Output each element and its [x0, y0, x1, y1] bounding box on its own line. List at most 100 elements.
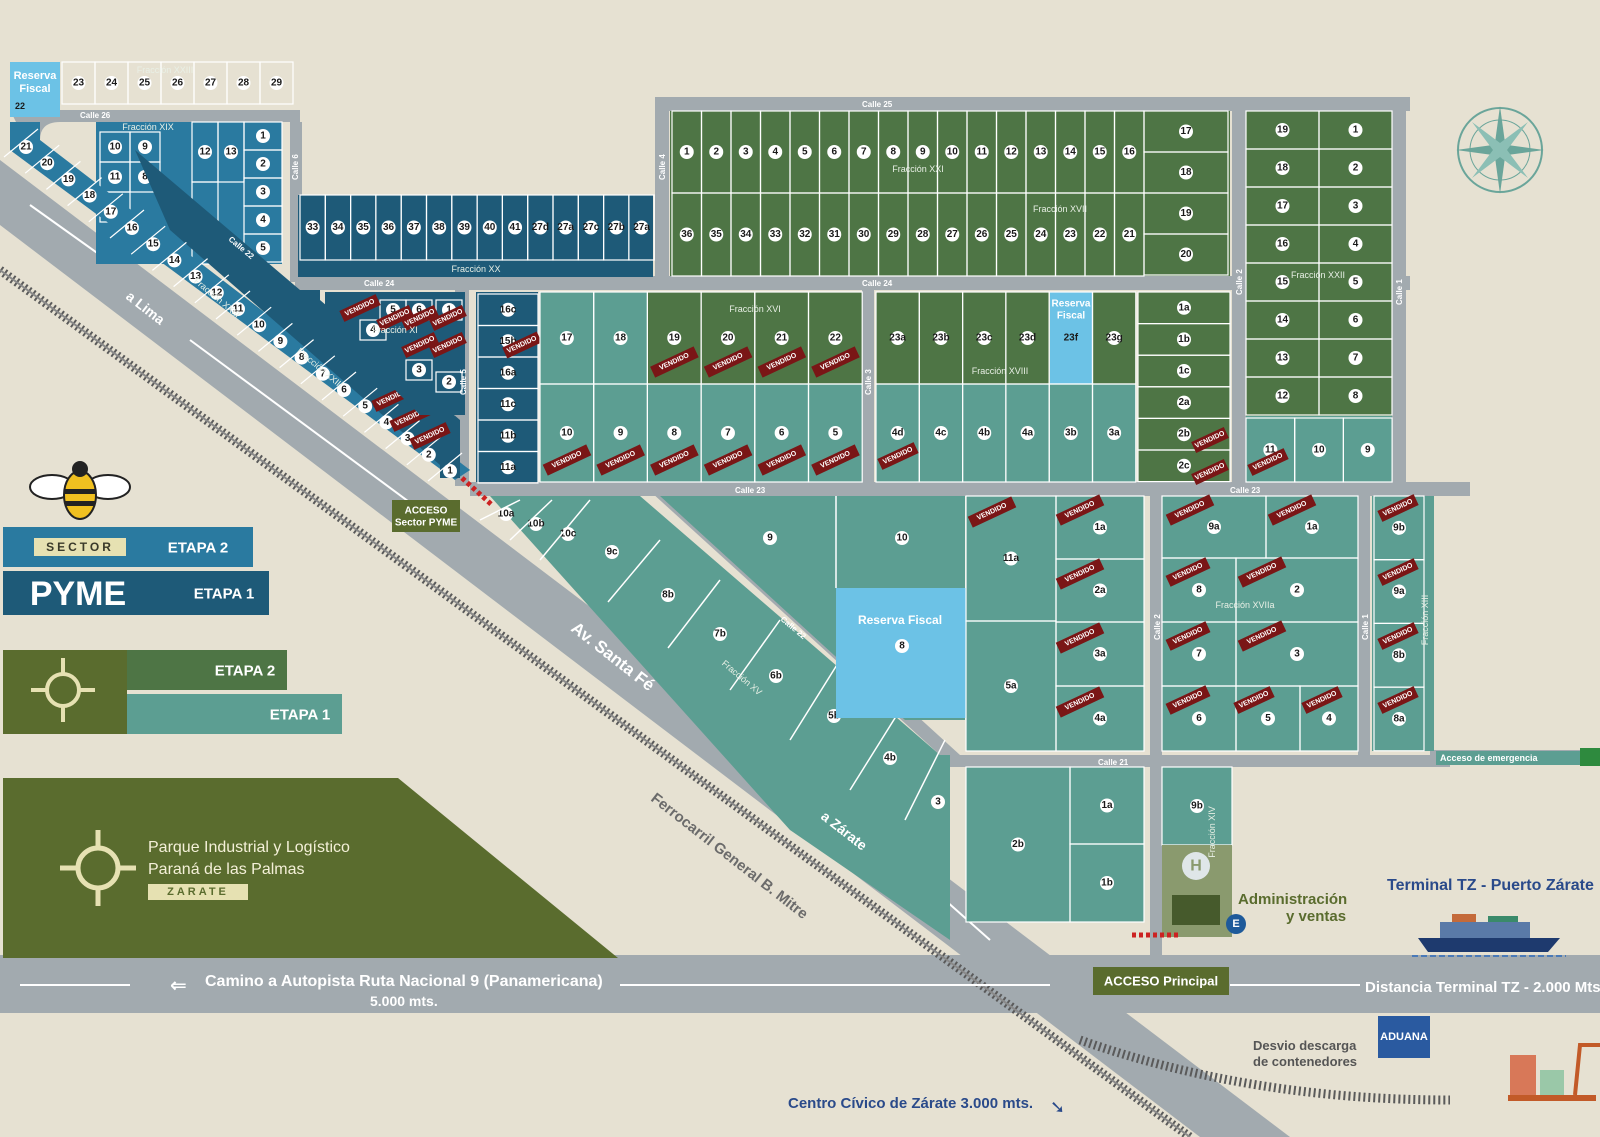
e-marker-icon[interactable] [1226, 914, 1246, 934]
fraction-xv-block[interactable] [490, 496, 950, 940]
diag-band-bottom[interactable] [135, 150, 460, 478]
acceso-pyme-sign[interactable] [392, 500, 460, 532]
lot-marker [1122, 145, 1137, 159]
lot[interactable] [405, 359, 433, 381]
lot-number: 1 [1353, 125, 1359, 136]
lot-marker [1100, 798, 1114, 813]
lot-number: 11a [1003, 553, 1020, 564]
calle-3-label: Calle 3 [864, 369, 873, 395]
lot-marker [273, 334, 288, 349]
lot-marker [337, 383, 351, 397]
reserva-fiscal-mid[interactable] [836, 588, 966, 718]
lot-number: 13 [190, 271, 202, 282]
aduana-box[interactable] [1378, 1016, 1430, 1058]
acceso-emergencia-bar[interactable] [1436, 751, 1588, 765]
lot-number: 12 [1277, 391, 1289, 402]
reserva-mid-label: Reserva Fiscal [858, 613, 942, 627]
lot[interactable] [359, 319, 387, 341]
lot-marker [1122, 227, 1137, 242]
legend-pyme-etapa1 [3, 571, 269, 615]
lot-marker [1063, 227, 1078, 242]
lot-number: 1 [260, 131, 266, 142]
lot-marker [203, 76, 218, 90]
lot-number: 25 [139, 78, 151, 89]
lot-marker [609, 220, 624, 235]
lot[interactable] [1137, 449, 1231, 483]
lot-marker [442, 375, 456, 389]
reserva-fiscal-xviii[interactable] [1050, 292, 1092, 384]
lot[interactable] [1299, 685, 1359, 752]
lot-marker [1063, 145, 1078, 159]
lot-number: 13 [1277, 353, 1289, 364]
lot-marker [713, 627, 727, 641]
lot-marker [768, 145, 783, 159]
lot[interactable] [1091, 383, 1137, 483]
lot-number: 6 [1353, 315, 1359, 326]
lot[interactable] [1069, 843, 1145, 923]
lot-marker [933, 331, 948, 345]
fraction-xviia: Fracción XVIIa [1215, 600, 1274, 610]
lot-number: 23 [73, 78, 85, 89]
lot[interactable] [1055, 685, 1145, 752]
lot-marker [1177, 458, 1191, 473]
right-block[interactable] [966, 496, 1144, 751]
lot-number: 27d [532, 222, 549, 233]
lot-marker [71, 76, 86, 90]
lot-marker [1312, 443, 1327, 457]
lot-marker [1275, 199, 1290, 213]
lot-number: 2b [1178, 429, 1190, 440]
lot-number: 30 [858, 229, 870, 240]
lot-number: 21 [20, 142, 32, 153]
lot[interactable] [477, 450, 539, 484]
lot-marker [209, 285, 224, 300]
lot-number: 8 [1353, 391, 1359, 402]
lot-marker [501, 428, 515, 443]
lot-number: 19 [1277, 125, 1289, 136]
lot-marker [709, 227, 724, 242]
lot-number: 6 [779, 428, 785, 439]
lot-marker [1261, 711, 1275, 726]
lot-marker [1011, 837, 1025, 852]
park-logo-icon [31, 658, 95, 722]
lot[interactable] [1373, 686, 1425, 752]
pyme-column[interactable] [476, 292, 538, 482]
lot-marker [977, 426, 992, 440]
park-city-badge [148, 884, 248, 900]
lot-number: 17 [105, 206, 117, 217]
lot[interactable] [807, 383, 863, 483]
lot-marker [1093, 647, 1107, 661]
lot-marker [1092, 227, 1107, 242]
lot-number: 5 [362, 401, 368, 412]
bee-icon [29, 461, 131, 520]
lot[interactable] [1342, 417, 1393, 483]
lot-marker [915, 145, 930, 159]
lot-marker [774, 426, 789, 440]
lot[interactable] [435, 371, 463, 393]
lot-number: 5 [1353, 277, 1359, 288]
lot-number: 15 [148, 239, 160, 250]
lot-number: 27b [608, 222, 625, 233]
lot[interactable] [1143, 233, 1229, 276]
lot-marker [1177, 364, 1191, 378]
acceso-principal-sign[interactable] [1093, 967, 1229, 995]
lot-marker [1093, 583, 1107, 598]
lot-number: 10a [498, 509, 515, 520]
calle-21-label: Calle 21 [1098, 758, 1129, 767]
lot-number: 5 [390, 305, 396, 316]
lot[interactable] [259, 61, 294, 105]
lot-marker [256, 157, 270, 171]
lot-marker [931, 795, 945, 809]
lot-marker [558, 220, 573, 235]
lot[interactable] [1318, 376, 1393, 416]
fraction-xviii: Fracción XVIII [972, 366, 1029, 376]
lot[interactable] [628, 194, 655, 261]
reserva-fiscal-top[interactable] [10, 62, 60, 117]
lot-number: 16 [1277, 239, 1289, 250]
fraction-xx-block[interactable] [298, 195, 653, 277]
fraction-xviia-block[interactable] [1162, 496, 1358, 751]
lot-number: 23b [932, 333, 949, 344]
